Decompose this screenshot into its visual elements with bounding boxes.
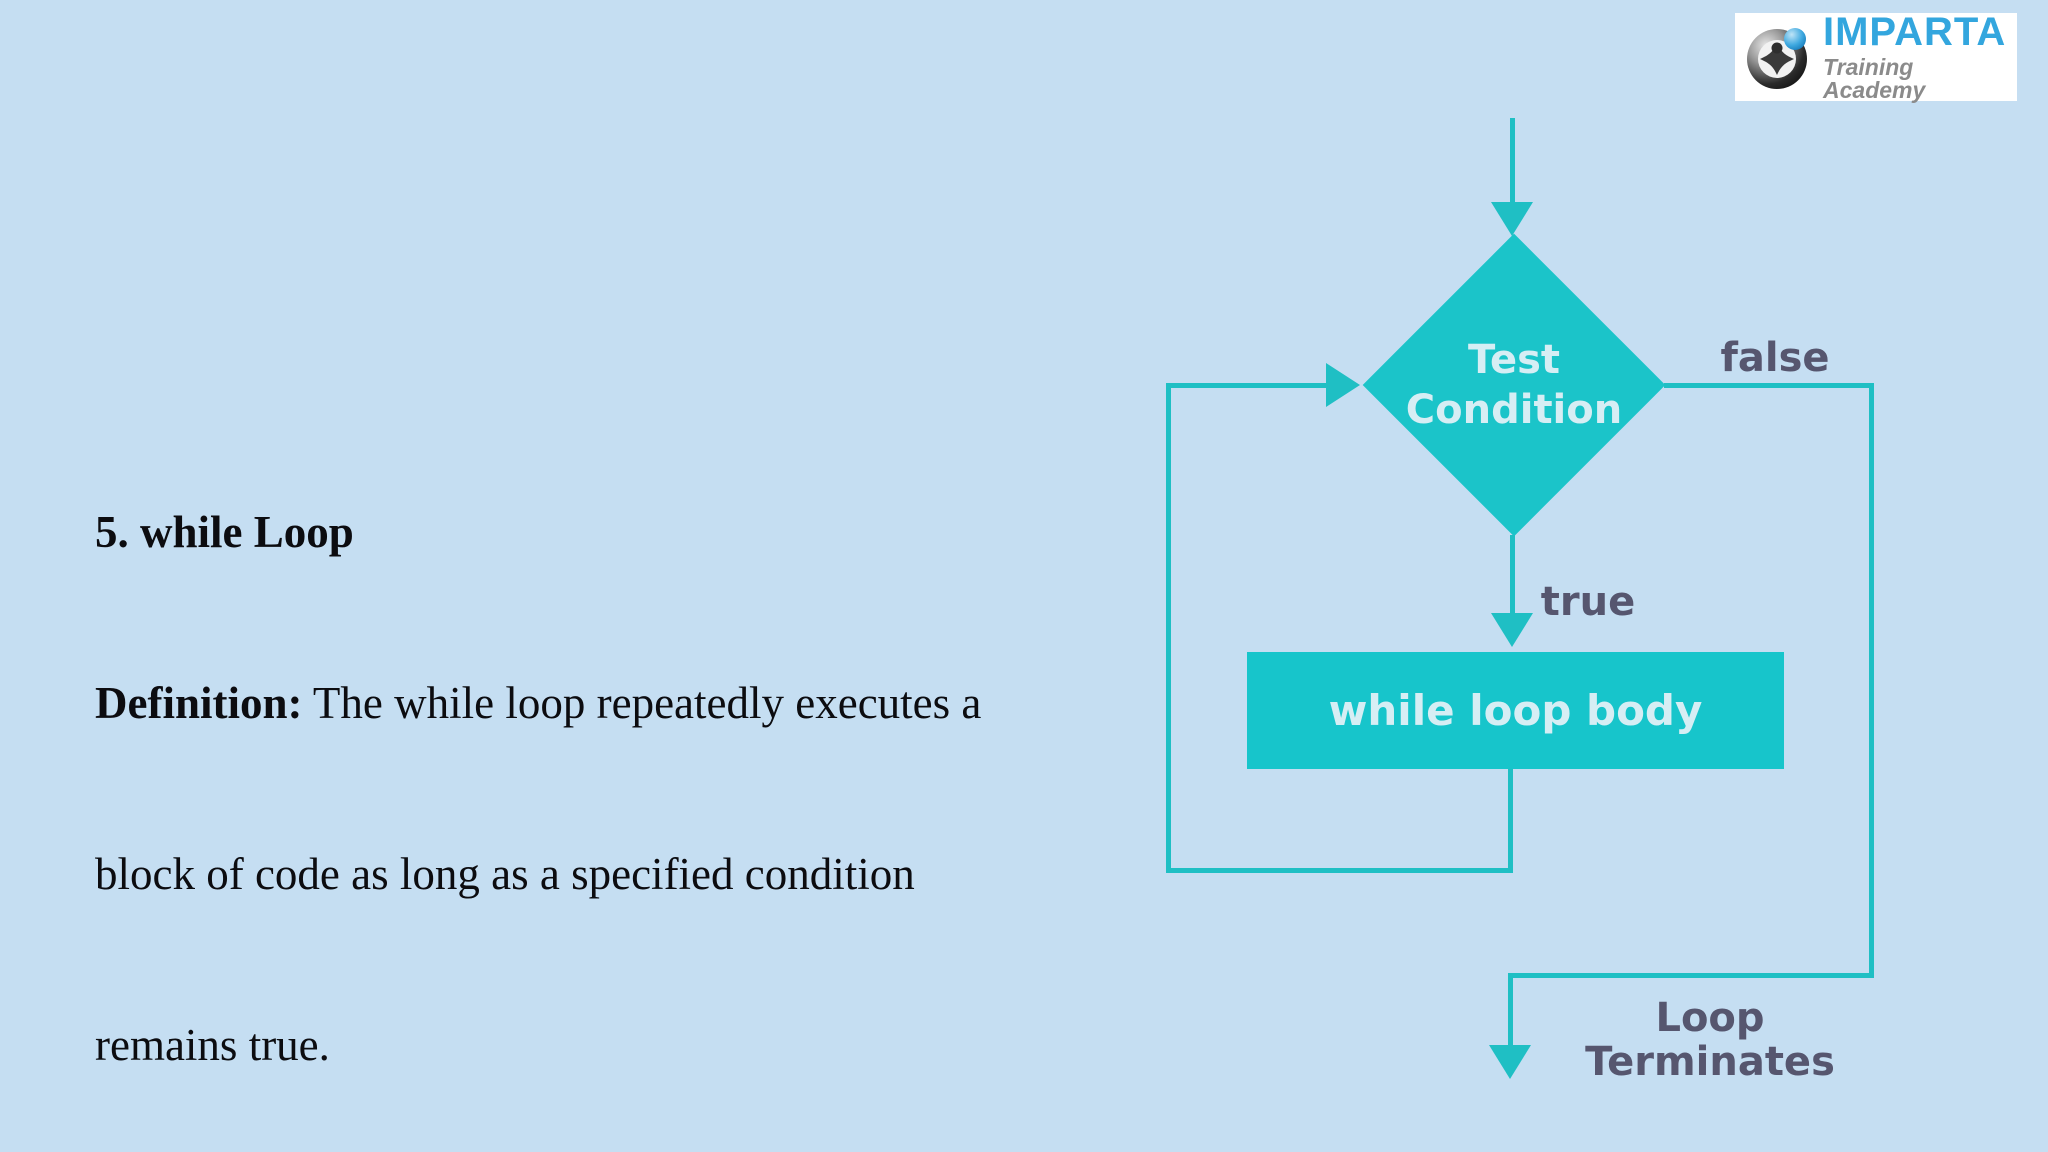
terminate-arrow-line: [1508, 973, 1513, 1047]
loopback-down-segment: [1508, 769, 1513, 873]
false-path-bottom-segment: [1508, 973, 1874, 978]
false-path-top-segment: [1664, 383, 1874, 388]
false-path-right-rail: [1869, 383, 1874, 978]
loopback-left-rail: [1166, 383, 1171, 873]
entry-arrow-line: [1510, 118, 1515, 204]
lesson-text-block: 5. while Loop Definition: The while loop…: [95, 390, 1095, 1152]
loopback-bottom-rail: [1166, 868, 1513, 873]
person-in-ring-icon: [1743, 21, 1815, 93]
false-label: false: [1720, 335, 1830, 381]
definition-label: Definition:: [95, 678, 303, 728]
brand-logo: IMPARTA Training Academy: [1735, 10, 2017, 103]
lesson-heading: 5. while Loop: [95, 507, 354, 557]
loopback-top-segment: [1166, 383, 1326, 388]
entry-arrowhead-icon: [1491, 202, 1533, 236]
brand-tagline: Training Academy: [1823, 54, 1926, 103]
definition-line-2: block of code as long as a specified con…: [95, 849, 915, 899]
loop-terminates-label: Loop Terminates: [1585, 995, 1835, 1085]
test-condition-diamond: Test Condition: [1362, 233, 1666, 537]
diamond-label-line-2: Condition: [1405, 387, 1623, 433]
terminate-arrowhead-icon: [1489, 1045, 1531, 1079]
true-arrowhead-icon: [1491, 613, 1533, 647]
while-loop-body-label: while loop body: [1328, 686, 1703, 735]
while-loop-body-box: while loop body: [1247, 652, 1784, 769]
true-arrow-line: [1510, 535, 1515, 615]
loopback-arrowhead-icon: [1326, 363, 1360, 407]
definition-line-1: Definition: The while loop repeatedly ex…: [95, 678, 982, 728]
diamond-label-line-1: Test: [1467, 337, 1561, 383]
brand-name: IMPARTA: [1823, 10, 2007, 54]
true-label: true: [1540, 579, 1636, 625]
definition-line-3: remains true.: [95, 1020, 330, 1070]
